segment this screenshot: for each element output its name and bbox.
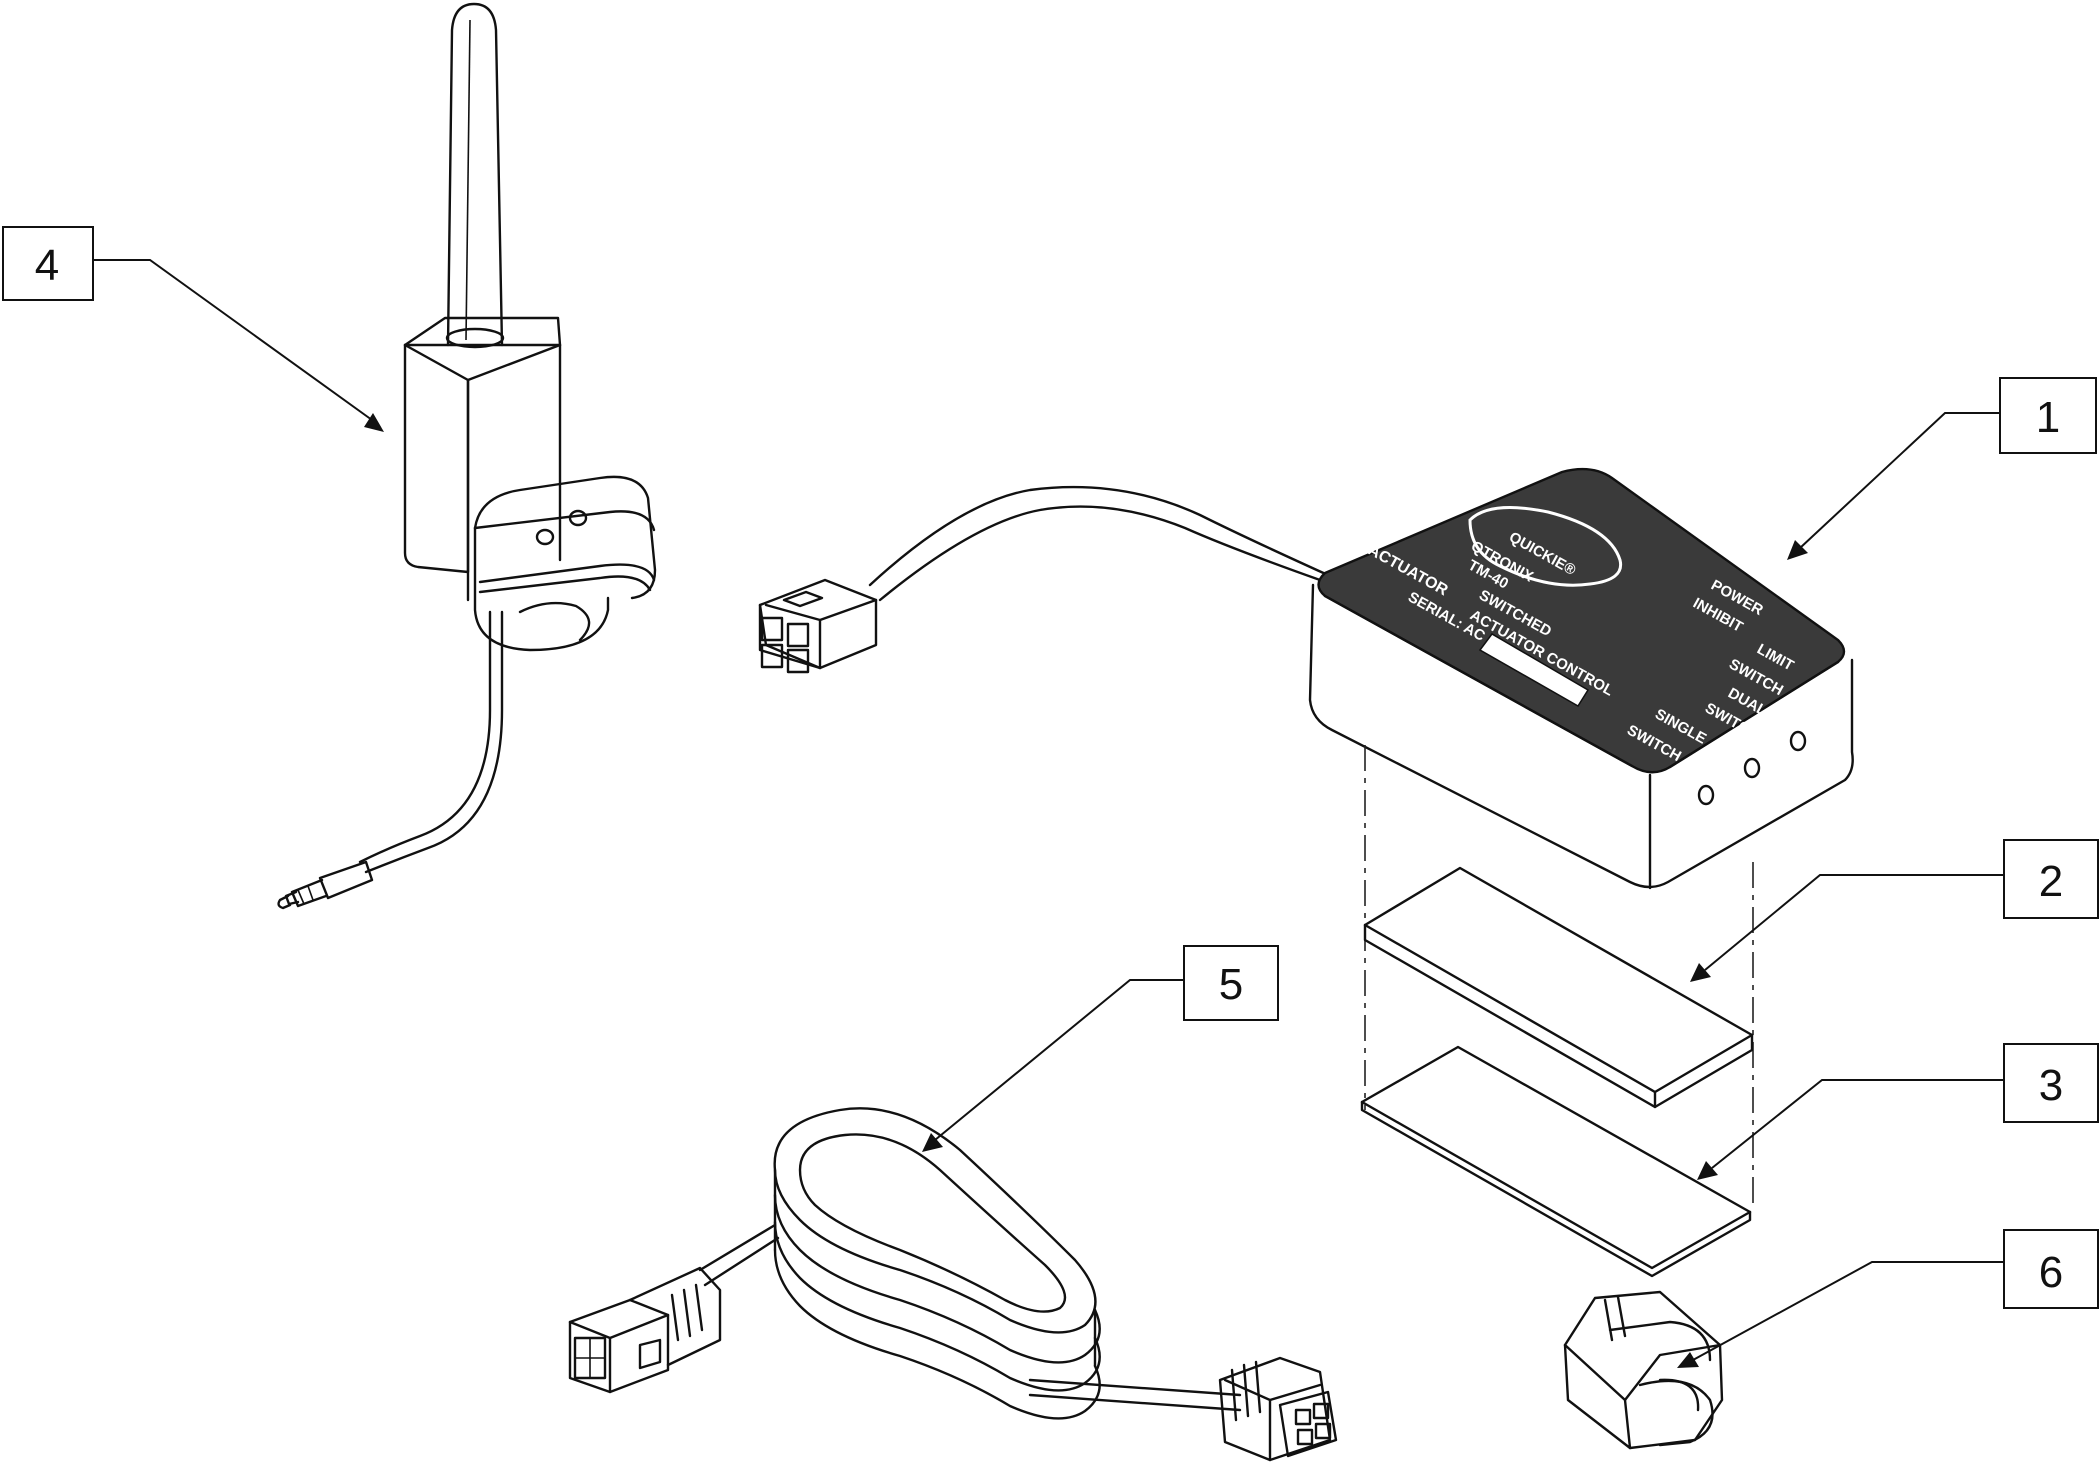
leader-1 xyxy=(1799,412,2000,549)
quickie-logo-icon xyxy=(1468,506,1623,587)
callout-label-3: 3 xyxy=(2039,1061,2063,1110)
extension-cable xyxy=(568,1107,1338,1462)
module-cable-connector xyxy=(758,578,878,674)
callout-box-6 xyxy=(2003,1229,2099,1309)
adhesive-pad xyxy=(1363,866,1754,1109)
arrowhead-6 xyxy=(1677,1352,1699,1368)
led-limit-switch xyxy=(1789,730,1807,752)
callout-label-4: 4 xyxy=(35,241,59,290)
callout-label-1: 1 xyxy=(2036,393,2060,442)
antenna-receiver xyxy=(277,2,657,910)
callout-box-3 xyxy=(2003,1043,2099,1123)
callout-box-1 xyxy=(1999,377,2097,454)
callout-label-2: 2 xyxy=(2039,857,2063,906)
leader-5 xyxy=(934,979,1184,1141)
cable-connector-left xyxy=(568,1266,722,1394)
module-label-panel xyxy=(1317,467,1846,774)
led-dual-switch xyxy=(1743,757,1761,779)
callout-label-6: 6 xyxy=(2039,1248,2063,1297)
leader-3 xyxy=(1711,1079,2004,1169)
leader-4 xyxy=(93,259,373,421)
led-single-switch xyxy=(1697,784,1715,806)
hook-loop-pad xyxy=(1360,1045,1752,1278)
callout-box-5 xyxy=(1183,945,1279,1021)
arrowhead-3 xyxy=(1697,1161,1718,1180)
arrowhead-5 xyxy=(922,1133,943,1152)
callout-label-5: 5 xyxy=(1219,960,1243,1009)
leader-6 xyxy=(1692,1261,2004,1361)
cable-connector-right xyxy=(1218,1356,1338,1462)
cable-clip xyxy=(1563,1290,1724,1450)
callout-box-4 xyxy=(2,226,94,301)
arrowhead-2 xyxy=(1690,963,1711,982)
leader-2 xyxy=(1704,874,2004,971)
arrowhead-1 xyxy=(1787,540,1808,560)
serial-number-field xyxy=(1478,633,1590,708)
control-module: QUICKIE® QTRONIX TM-40 ACTUATOR SWITCHED… xyxy=(758,467,1854,890)
arrowhead-4 xyxy=(364,413,384,432)
callout-box-2 xyxy=(2003,839,2099,919)
